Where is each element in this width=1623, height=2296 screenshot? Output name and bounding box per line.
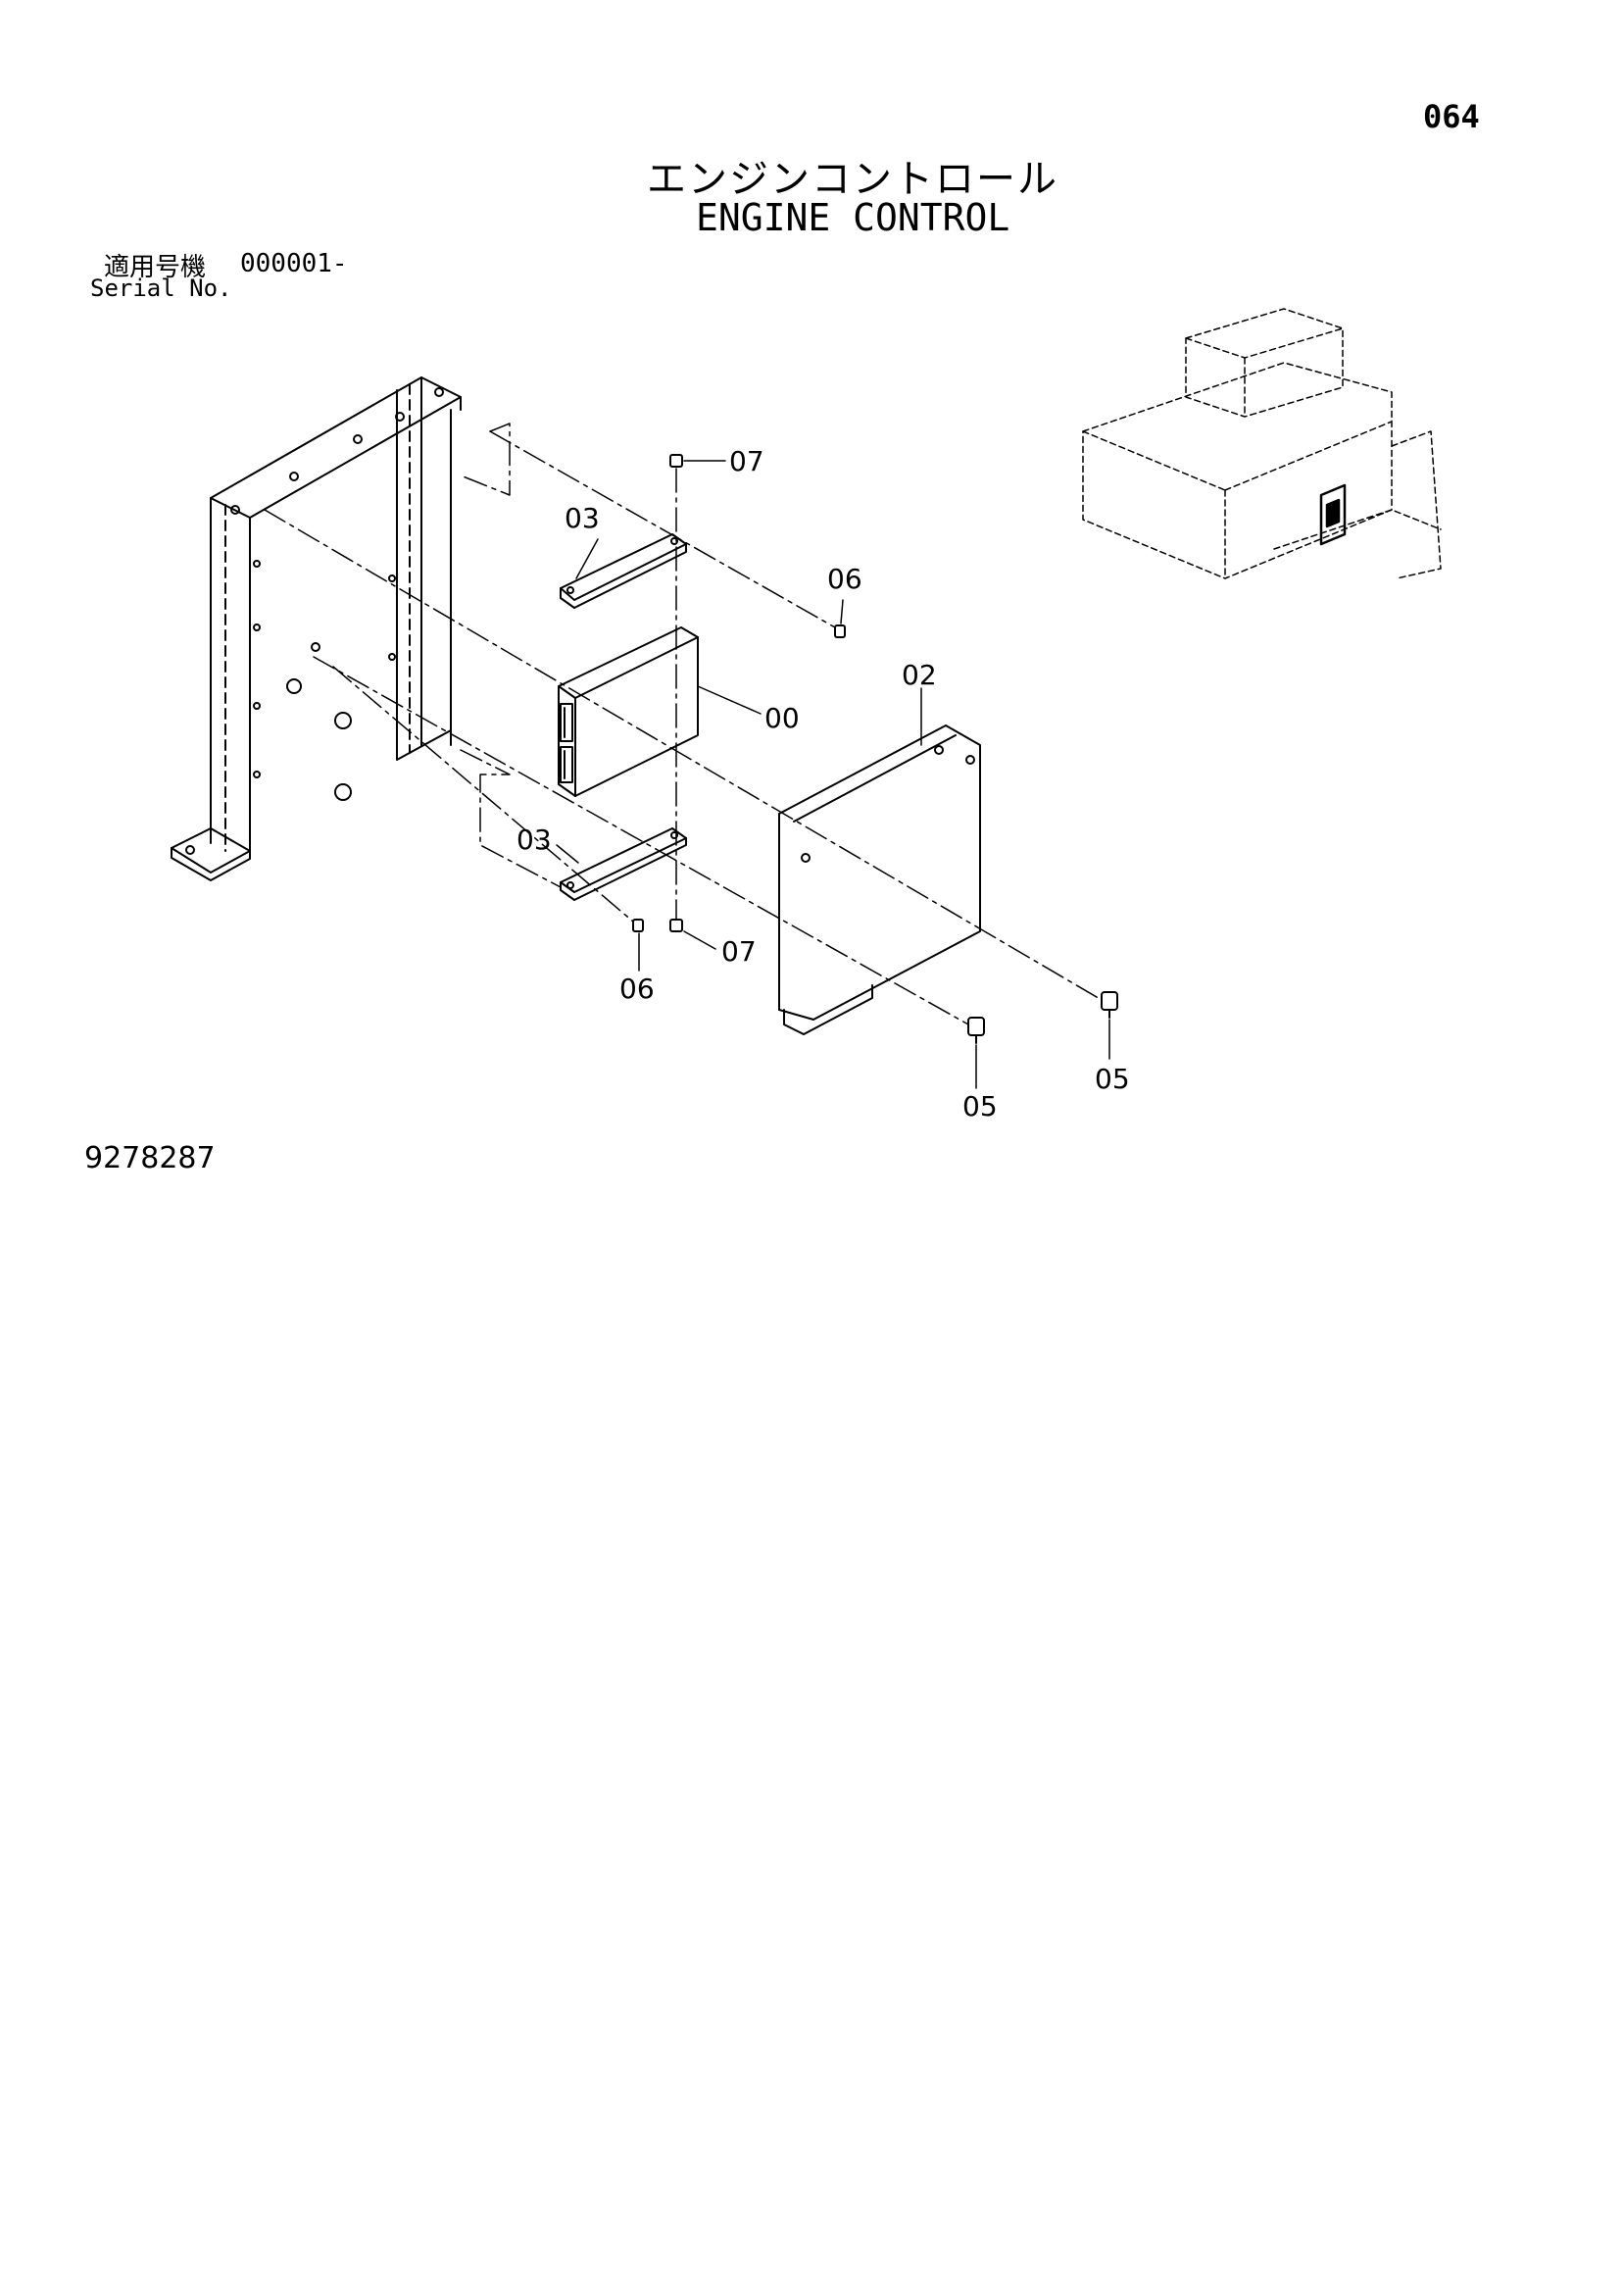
callout-03-upper: 03: [565, 502, 600, 534]
nut-07-lower: [669, 919, 683, 932]
page-number: 064: [1423, 98, 1480, 135]
screw-06-lower: [632, 919, 644, 932]
callout-06-upper: 06: [827, 563, 862, 595]
screw-06-upper: [834, 624, 846, 638]
bolt-05-right: [1101, 991, 1118, 1019]
mount-bracket-upper: [560, 533, 687, 609]
inset-locator-view: [1082, 308, 1442, 579]
mount-bracket-lower: [560, 827, 687, 901]
callout-05-right: 05: [1095, 1063, 1130, 1095]
engine-controller-unit: [558, 626, 699, 797]
callout-02: 02: [902, 659, 937, 691]
leader-lines: [556, 460, 1110, 1089]
assembly-lines: [264, 423, 1103, 1025]
serial-label-jp: 適用号機: [104, 253, 207, 282]
serial-value: 000001-: [240, 249, 348, 278]
nut-07-upper: [669, 454, 683, 468]
frame-bracket: [171, 376, 462, 881]
bolt-05-left: [967, 1017, 985, 1044]
serial-label-en: Serial No.: [90, 275, 232, 302]
drawing-number: 9278287: [84, 1141, 216, 1175]
page-title-jp: エンジンコントロール: [647, 157, 1058, 202]
callout-00: 00: [764, 702, 800, 734]
page-title-en: ENGINE CONTROL: [696, 196, 1010, 239]
callout-07-lower: 07: [721, 935, 757, 968]
callout-05-left: 05: [962, 1090, 998, 1123]
callout-03-lower: 03: [516, 824, 552, 856]
callout-07-upper: 07: [729, 445, 764, 477]
cover-plate: [778, 724, 981, 1035]
callout-06-lower: 06: [619, 973, 655, 1005]
inset-highlighted-controller: [1319, 483, 1347, 546]
